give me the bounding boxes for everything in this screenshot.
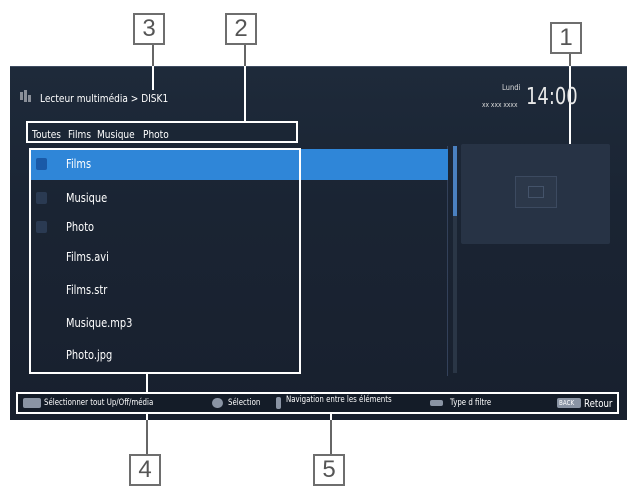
list-item-films-avi[interactable]: Films.avi bbox=[30, 242, 448, 273]
callout-4: 4 bbox=[129, 454, 161, 486]
media-player-icon bbox=[20, 90, 31, 102]
leader-line-5 bbox=[330, 420, 332, 454]
leader-line-5-inner bbox=[330, 414, 332, 420]
list-item-label: Musique.mp3 bbox=[66, 316, 133, 330]
callout-3: 3 bbox=[133, 13, 165, 45]
leader-line-1 bbox=[569, 54, 571, 66]
folder-icon bbox=[36, 221, 47, 233]
callout-5: 5 bbox=[313, 454, 345, 486]
status-select-all: Sélectionner tout Up/Off/média bbox=[44, 398, 154, 408]
top-border bbox=[10, 66, 627, 67]
folder-icon bbox=[36, 192, 47, 204]
list-item-label: Films.str bbox=[66, 283, 108, 297]
filter-tab-all[interactable]: Toutes bbox=[32, 128, 62, 141]
leader-line-1-inner bbox=[569, 66, 571, 172]
clock: 14:00 bbox=[526, 84, 578, 110]
leader-line-2 bbox=[244, 45, 246, 66]
leader-line-2-inner bbox=[244, 66, 246, 121]
breadcrumb: Lecteur multimédia > DISK1 bbox=[40, 92, 169, 105]
list-item-music-folder[interactable]: Musique bbox=[30, 183, 448, 214]
navigation-key-icon bbox=[276, 397, 281, 409]
leader-line-4 bbox=[146, 420, 148, 454]
list-item-label: Photo.jpg bbox=[66, 348, 113, 362]
status-selection: Sélection bbox=[228, 398, 261, 408]
list-item-films-folder[interactable]: Films bbox=[30, 149, 448, 180]
remote-key-icon bbox=[23, 398, 41, 408]
scrollbar-thumb[interactable] bbox=[453, 146, 457, 216]
preview-panel bbox=[461, 144, 610, 244]
list-item-films-str[interactable]: Films.str bbox=[30, 275, 448, 306]
status-navigation: Navigation entre les éléments bbox=[286, 395, 392, 405]
list-item-photo-folder[interactable]: Photo bbox=[30, 212, 448, 243]
list-item-label: Films.avi bbox=[66, 250, 109, 264]
back-key-icon bbox=[557, 398, 581, 408]
callout-1: 1 bbox=[550, 22, 582, 54]
leader-line-3-inner bbox=[152, 66, 154, 90]
panel-divider bbox=[447, 146, 448, 376]
folder-icon bbox=[36, 158, 47, 170]
filter-key-icon bbox=[430, 400, 443, 406]
leader-line-3 bbox=[152, 45, 154, 66]
status-bar: Sélectionner tout Up/Off/média Sélection… bbox=[16, 392, 619, 414]
back-key-label: BACK bbox=[559, 399, 575, 407]
list-item-label: Films bbox=[66, 157, 92, 171]
filter-tab-films[interactable]: Films bbox=[67, 128, 91, 141]
status-back: Retour bbox=[584, 397, 613, 410]
ok-button-icon bbox=[212, 398, 223, 408]
media-player-screen: Lecteur multimédia > DISK1 Lundi xx xxx … bbox=[10, 66, 627, 420]
preview-thumbnail bbox=[515, 176, 557, 208]
callout-2: 2 bbox=[225, 13, 257, 45]
list-item-musique-mp3[interactable]: Musique.mp3 bbox=[30, 308, 448, 339]
date-label: xx xxx xxxx bbox=[482, 101, 518, 109]
filter-tab-photo[interactable]: Photo bbox=[143, 128, 169, 141]
weekday-label: Lundi bbox=[502, 83, 521, 92]
list-item-label: Photo bbox=[66, 220, 95, 234]
file-list: Films Musique Photo Films.avi Films.str … bbox=[30, 149, 448, 375]
list-item-photo-jpg[interactable]: Photo.jpg bbox=[30, 340, 448, 371]
filter-tab-music[interactable]: Musique bbox=[96, 128, 135, 141]
filter-bar: Toutes Films Musique Photo bbox=[26, 121, 298, 143]
list-item-label: Musique bbox=[66, 191, 108, 205]
list-scrollbar[interactable] bbox=[453, 146, 457, 373]
status-filter-type: Type d filtre bbox=[450, 398, 492, 408]
